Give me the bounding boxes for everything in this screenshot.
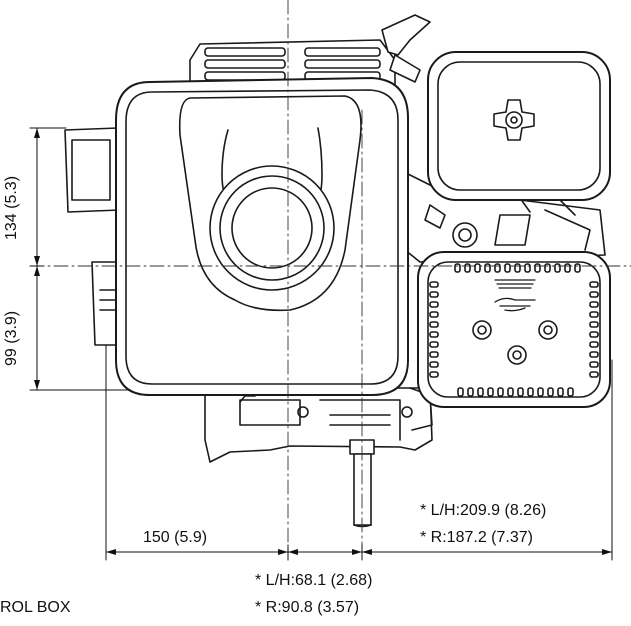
dim-bottom-width-label: 150 (5.9) [143,529,208,546]
vent-slots-bottom [457,387,574,397]
air-cleaner [427,51,611,201]
vent-slots-left [429,281,439,378]
control-box-caption: ROL BOX [0,599,71,616]
fuel-tank [115,77,409,396]
dim-bottom-note-lh: * L/H:68.1 (2.68) [255,572,373,589]
vent-slots-top [454,263,581,273]
dim-upper-height-label: 134 (5.3) [3,175,20,240]
centerlines [29,0,631,561]
dimension-arrows [34,128,612,555]
dim-right-note-r: * R:187.2 (7.37) [420,529,533,546]
dim-right-note-lh: * L/H:209.9 (8.26) [420,502,547,519]
control-box [417,251,611,408]
vent-slots-right [589,281,599,378]
dim-lower-height-label: 99 (3.9) [3,310,20,366]
dim-bottom-note-r: * R:90.8 (3.57) [255,599,360,616]
